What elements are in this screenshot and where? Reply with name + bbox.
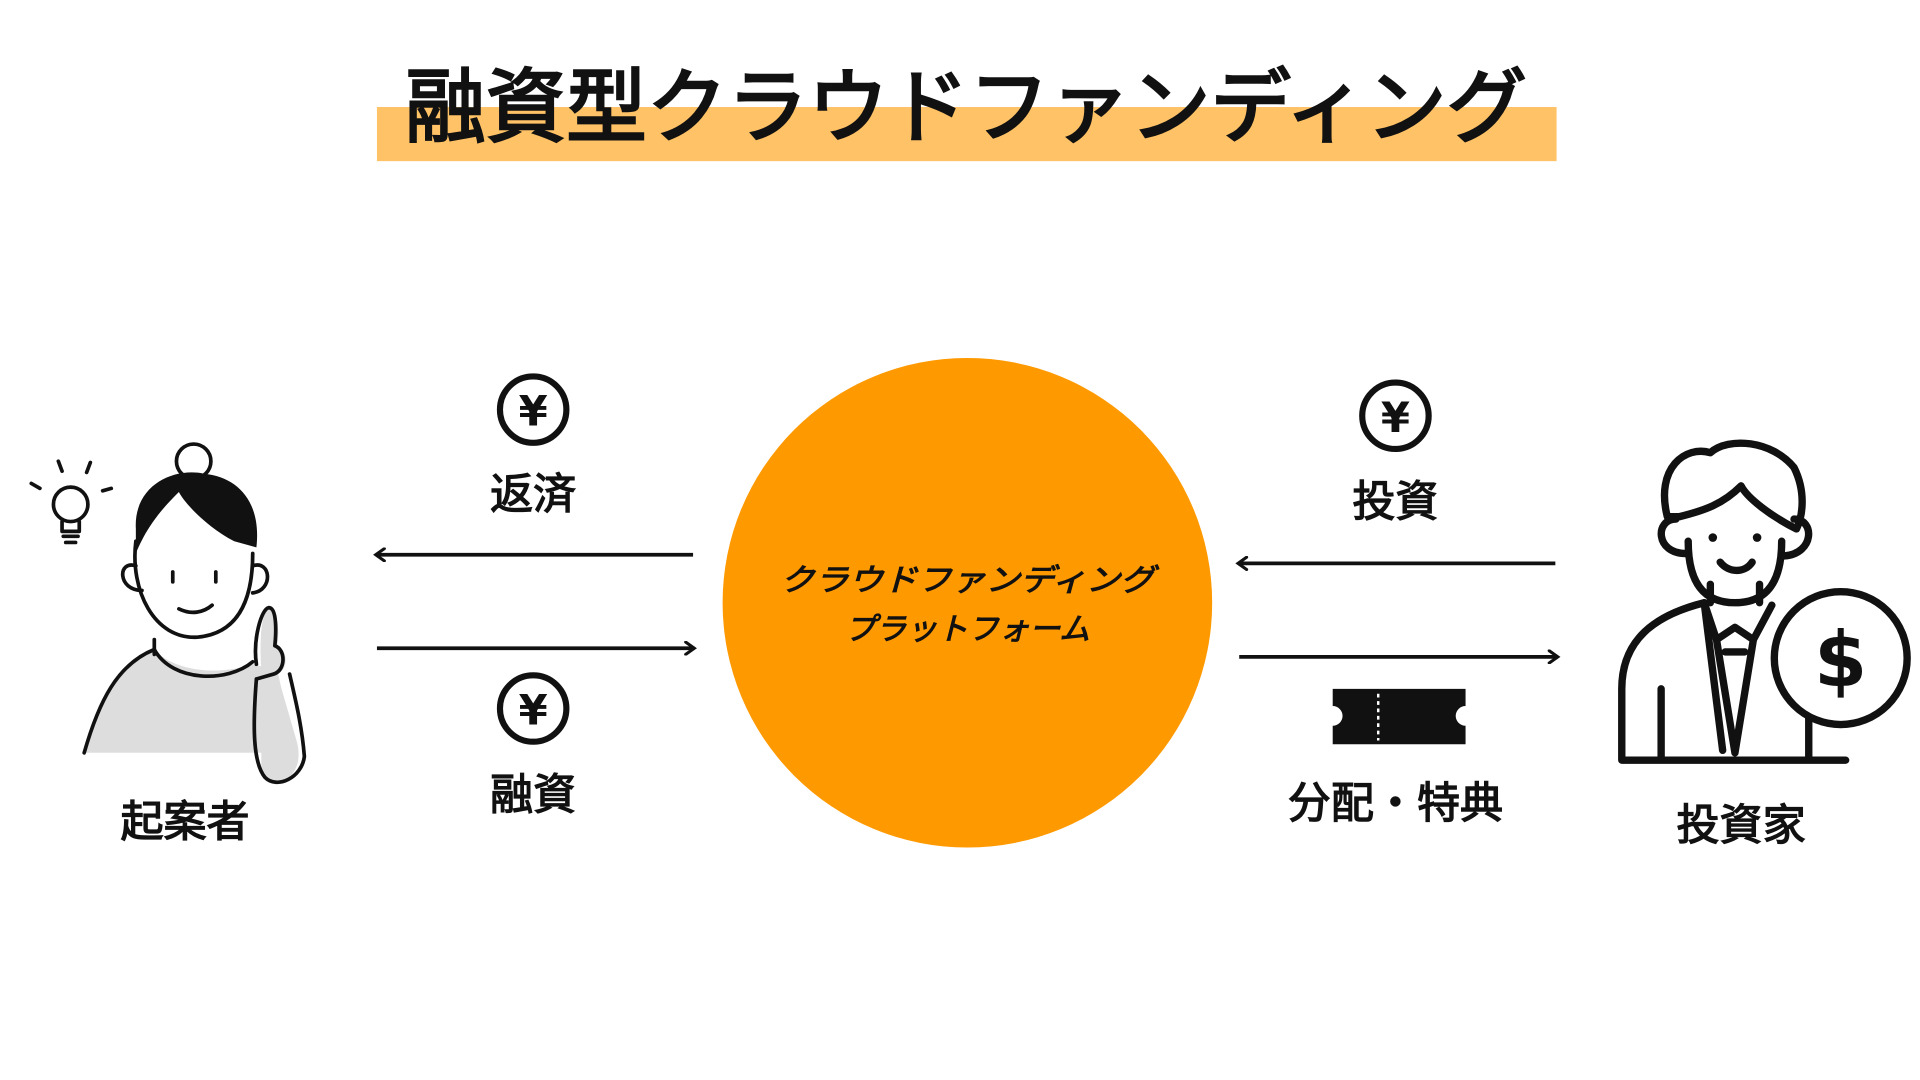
yen-coin-icon: ¥	[496, 373, 570, 446]
return-label: 分配・特典	[1288, 779, 1503, 829]
svg-text:$: $	[1814, 615, 1867, 704]
entrepreneur-illustration	[29, 442, 307, 784]
investor-label: 投資家	[1677, 801, 1806, 851]
platform-circle	[722, 357, 1213, 848]
svg-text:¥: ¥	[519, 387, 548, 436]
yen-coin-icon: ¥	[496, 672, 570, 745]
title-highlight-bar	[376, 107, 1557, 162]
platform-label-line1: クラウドファンディング	[780, 562, 1160, 598]
invest-label: 投資	[1352, 478, 1438, 528]
platform-label-line2: プラットフォーム	[845, 612, 1090, 648]
yen-coin-icon: ¥	[1359, 379, 1432, 453]
svg-text:¥: ¥	[1381, 393, 1410, 442]
loan-label: 融資	[490, 770, 576, 820]
entrepreneur-label: 起案者	[120, 797, 249, 847]
lightbulb-icon	[29, 459, 114, 545]
repay-label: 返済	[490, 470, 577, 520]
svg-text:¥: ¥	[519, 686, 548, 735]
investor-illustration: $	[1618, 439, 1911, 764]
dollar-coin-icon: $	[1770, 587, 1911, 729]
page-title: 融資型クラウドファンディング	[405, 61, 1527, 155]
ticket-icon	[1332, 688, 1466, 745]
